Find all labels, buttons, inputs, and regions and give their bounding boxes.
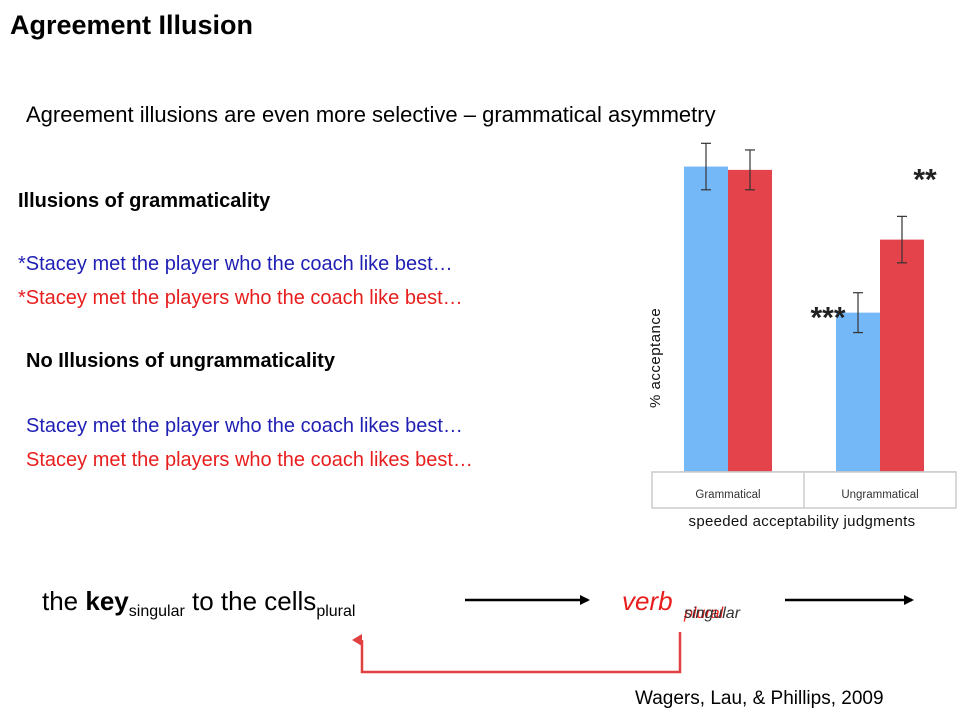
bar-grammatical-series-0	[684, 166, 728, 472]
section-heading-ungrammaticality: No Illusions of ungrammaticality	[26, 350, 335, 372]
bar-grammatical-series-1	[728, 169, 772, 472]
verb-label: verb plural singular	[622, 582, 762, 632]
example-sentence: Stacey met the player who the coach like…	[26, 415, 463, 437]
error-bar	[897, 215, 907, 264]
verb-subscript-singular: singular	[684, 605, 741, 622]
significance-marker: ***	[810, 302, 845, 335]
phrase-key: key	[85, 586, 129, 616]
verb-subscript-plural: plural	[684, 605, 724, 622]
slide-title: Agreement Illusion	[10, 10, 254, 40]
feedback-arrow	[352, 632, 682, 674]
phrase-key-subscript: singular	[128, 603, 185, 620]
phrase-cells-subscript: plural	[316, 603, 356, 620]
significance-annotations: *****	[810, 164, 937, 335]
phrase-middle: to the cells	[184, 586, 317, 616]
example-sentence: *Stacey met the player who the coach lik…	[18, 253, 453, 275]
bar-ungrammatical-series-1	[880, 239, 924, 472]
x-axis-label: speeded acceptability judgments	[689, 513, 916, 530]
error-bar	[853, 292, 863, 334]
agreement-phrase: the keysingular to the cellsplural	[42, 586, 355, 621]
error-bars-layer	[701, 142, 907, 334]
slide-subtitle: Agreement illusions are even more select…	[26, 102, 716, 127]
y-axis-label: % acceptance	[647, 308, 664, 408]
error-bar	[701, 142, 711, 191]
bar-ungrammatical-series-0	[836, 312, 880, 472]
category-label-grammatical: Grammatical	[695, 489, 760, 501]
phrase-the: the	[42, 586, 86, 616]
citation: Wagers, Lau, & Phillips, 2009	[635, 688, 884, 709]
category-label-ungrammatical: Ungrammatical	[841, 489, 918, 501]
axis-layer	[651, 471, 957, 509]
category-labels: Grammatical Ungrammatical	[695, 489, 918, 501]
example-sentence: Stacey met the players who the coach lik…	[26, 449, 473, 471]
section-heading-grammaticality: Illusions of grammaticality	[18, 190, 271, 212]
error-bar	[745, 149, 755, 191]
example-sentence: *Stacey met the players who the coach li…	[18, 287, 463, 309]
bars-layer	[684, 166, 924, 472]
significance-marker: **	[913, 164, 937, 197]
verb-word: verb	[622, 586, 673, 616]
